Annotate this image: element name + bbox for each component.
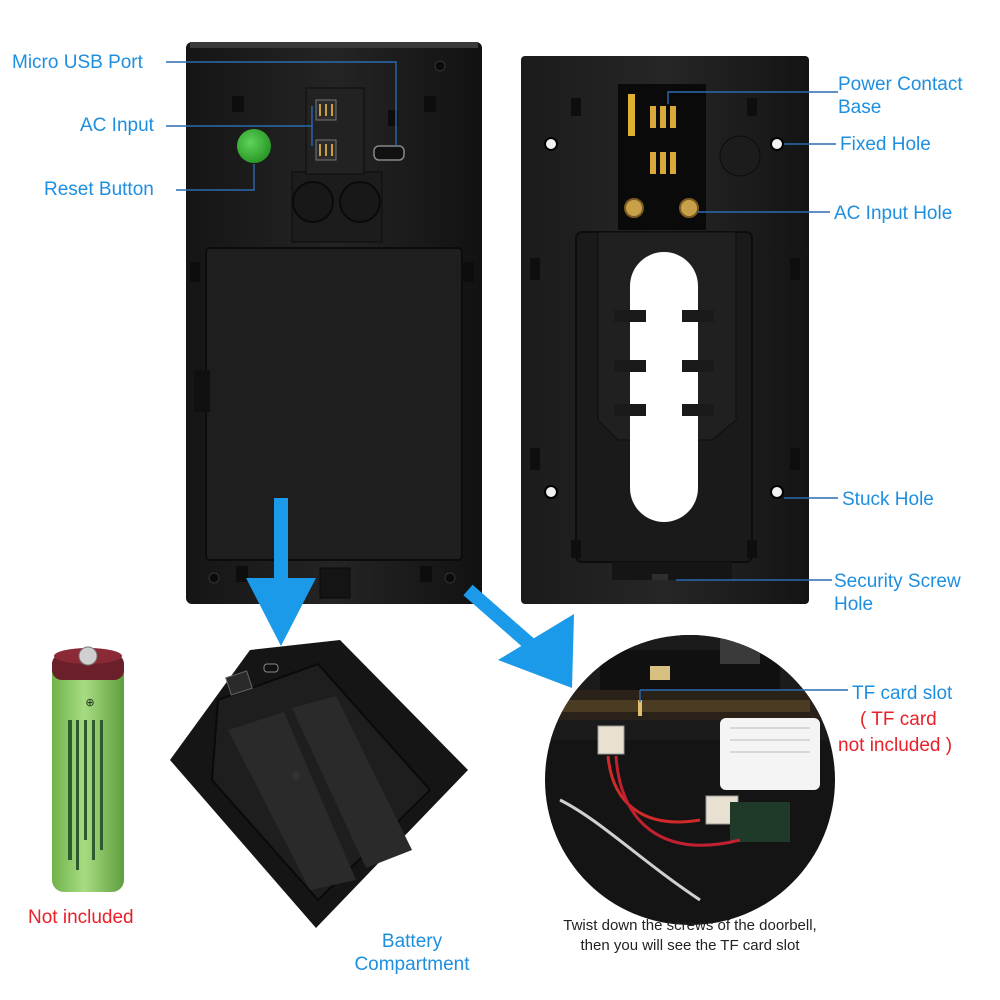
- label-security-screw-hole: Security Screw Hole: [834, 570, 961, 616]
- label-battery-not-included: Not included: [28, 907, 134, 928]
- label-tf-card-note-line1: ( TF card: [860, 709, 937, 730]
- ac-input-hole-left: [624, 198, 644, 218]
- label-battery-compartment-line2: Compartment: [354, 954, 470, 975]
- label-battery-compartment-line1: Battery: [381, 931, 443, 952]
- tf-card-slot: [638, 700, 642, 716]
- reset-button: [237, 129, 271, 163]
- battery-compartment-view: [170, 640, 468, 928]
- label-power-contact-base-line2: Base: [838, 97, 882, 118]
- tf-card-inset: [545, 635, 835, 925]
- label-tf-card-slot: TF card slot: [852, 683, 953, 704]
- label-ac-input: AC Input: [80, 115, 154, 136]
- label-fixed-hole: Fixed Hole: [840, 134, 931, 155]
- label-security-screw-hole-line1: Security Screw: [834, 571, 961, 592]
- label-stuck-hole: Stuck Hole: [842, 489, 934, 510]
- mounting-slot: [630, 252, 698, 522]
- label-security-screw-hole-line2: Hole: [834, 594, 874, 615]
- ac-input-terminals: [315, 99, 337, 161]
- mounting-plate: [521, 56, 809, 604]
- caption-line1: Twist down the screws of the doorbell,: [563, 917, 817, 934]
- caption-line2: then you will see the TF card slot: [580, 937, 800, 954]
- security-screw-hole: [652, 574, 668, 580]
- label-power-contact-base: Power Contact Base: [838, 73, 963, 119]
- arrow-diagonal-icon: [463, 584, 574, 688]
- arrow-down-icon: [246, 498, 316, 646]
- label-reset-button: Reset Button: [44, 179, 154, 200]
- doorbell-back-view: [186, 42, 482, 604]
- ac-input-hole-right: [679, 198, 699, 218]
- label-power-contact-base-line1: Power Contact: [838, 74, 963, 95]
- battery-18650: ⊕: [52, 646, 124, 892]
- label-tf-card-note-line2: not included ): [838, 735, 953, 756]
- ribbon-cable: [720, 718, 820, 790]
- fixed-hole: [770, 137, 784, 151]
- label-battery-compartment: Battery Compartment: [342, 930, 482, 976]
- power-contact-base: [650, 106, 676, 174]
- leader-lines: [166, 61, 848, 702]
- stuck-hole: [770, 485, 784, 499]
- caption-tf-card-instructions: Twist down the screws of the doorbell, t…: [520, 916, 860, 956]
- micro-usb-port: [373, 145, 405, 161]
- label-ac-input-hole: AC Input Hole: [834, 203, 953, 224]
- label-micro-usb-port: Micro USB Port: [12, 52, 143, 73]
- battery-plus-icon: ⊕: [85, 696, 94, 709]
